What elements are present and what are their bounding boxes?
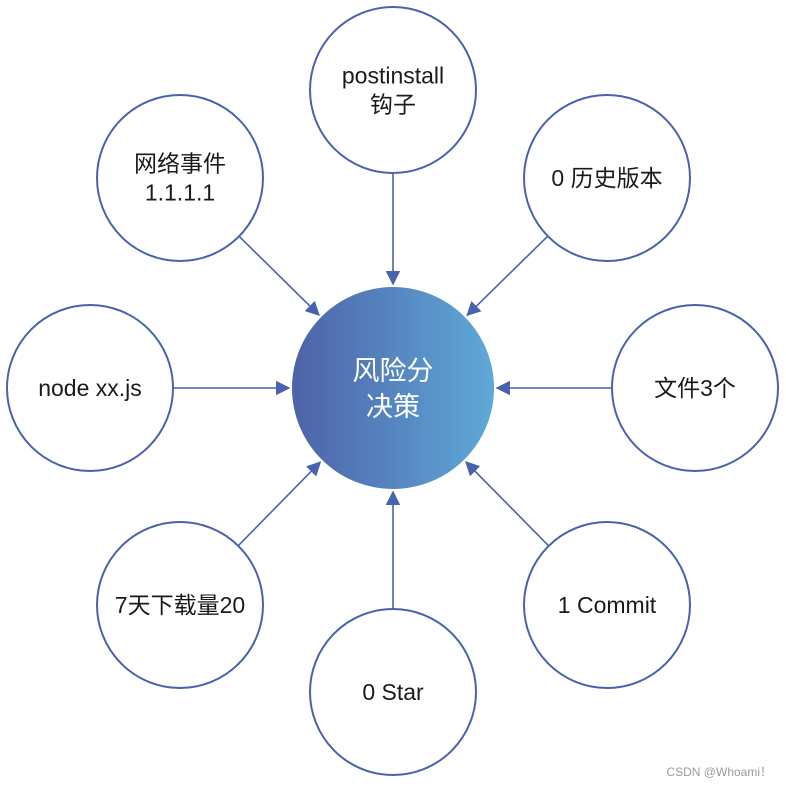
node-circle-right bbox=[611, 304, 779, 472]
node-right: 文件3个 bbox=[611, 304, 779, 472]
node-circle-top bbox=[309, 6, 477, 174]
node-circle-top-left bbox=[96, 94, 264, 262]
node-top: postinstall 钩子 bbox=[309, 6, 477, 174]
arrow-bottom-left bbox=[237, 461, 322, 547]
node-bottom: 0 Star bbox=[309, 608, 477, 776]
node-label-bottom-right-line-1: 1 Commit bbox=[558, 592, 657, 618]
node-top-right: 0 历史版本 bbox=[523, 94, 691, 262]
center-node: 风险分 决策 bbox=[292, 287, 494, 489]
watermark: CSDN @Whoami！ bbox=[666, 765, 772, 779]
center-circle bbox=[292, 287, 494, 489]
node-bottom-left: 7天下载量20 bbox=[96, 521, 264, 689]
node-label-top-line-1: postinstall bbox=[342, 63, 444, 89]
node-circle-bottom-left bbox=[96, 521, 264, 689]
node-label-top-line-2: 钩子 bbox=[370, 92, 416, 118]
arrow-bottom-right bbox=[465, 461, 550, 547]
node-label-bottom-left-line-1: 7天下载量20 bbox=[115, 592, 245, 618]
node-circle-bottom bbox=[309, 608, 477, 776]
node-label-right-line-1: 文件3个 bbox=[654, 375, 736, 401]
node-label-left-line-1: node xx.js bbox=[38, 375, 142, 401]
arrows-layer bbox=[173, 173, 612, 609]
center-label-line-1: 风险分 bbox=[353, 356, 434, 386]
arrow-top-right bbox=[466, 235, 549, 317]
node-label-top-left-line-1: 网络事件 bbox=[134, 151, 226, 177]
node-top-left: 网络事件 1.1.1.1 bbox=[96, 94, 264, 262]
center-label-line-2: 决策 bbox=[366, 392, 420, 422]
node-label-top-left-line-2: 1.1.1.1 bbox=[145, 180, 215, 206]
node-label-bottom-line-1: 0 Star bbox=[362, 679, 424, 705]
node-left: node xx.js bbox=[6, 304, 174, 472]
node-bottom-right: 1 Commit bbox=[523, 521, 691, 689]
node-circle-left bbox=[6, 304, 174, 472]
node-circle-bottom-right bbox=[523, 521, 691, 689]
node-circle-top-right bbox=[523, 94, 691, 262]
node-label-top-right-line-1: 0 历史版本 bbox=[551, 165, 662, 191]
arrow-top-left bbox=[238, 235, 320, 316]
